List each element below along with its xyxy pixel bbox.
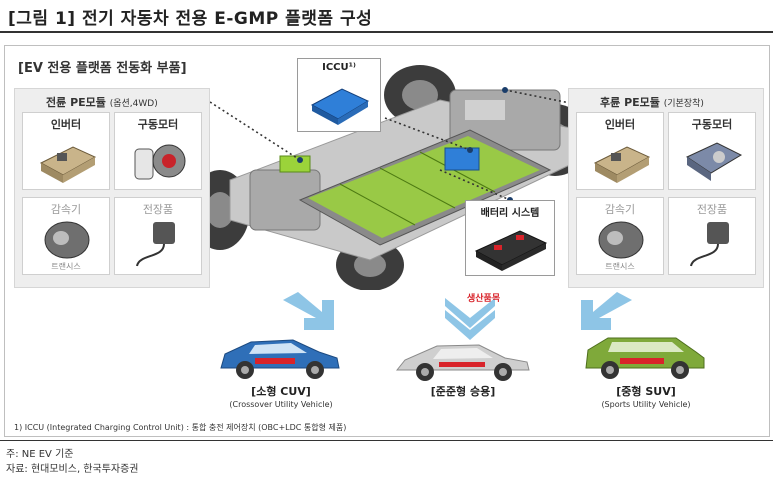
electrical-parts-icon [136,222,175,267]
battery-pack-icon [474,230,548,271]
rear-inverter-cell: 인버터 [576,112,664,190]
compact-sedan-label: [준준형 승용] [430,385,496,398]
footnote: 1) ICCU (Integrated Charging Control Uni… [14,423,347,432]
iccu-unit-icon [310,88,370,125]
bottom-rule [0,440,773,441]
compact-sedan-car-icon [395,344,530,381]
drive-motor-icon [685,142,743,181]
rear-drive-motor-cell: 구동모터 [668,112,756,190]
rear-pe-module-title: 후륜 PE모듈 (기본장착) [600,96,704,109]
title-rule [0,31,773,33]
inverter-icon [593,146,651,183]
source-note: 자료: 현대모비스, 한국투자증권 [6,464,139,475]
front-drive-motor-cell: 구동모터 [114,112,202,190]
midsize-suv-label: [중형 SUV] (Sports Utility Vehicle) [601,385,691,409]
arrow-down-right-icon [283,292,334,330]
front-inverter-cell: 인버터 [22,112,110,190]
inverter-icon [39,146,97,183]
section-label: [EV 전용 플랫폼 전동화 부품] [18,61,187,76]
front-reducer-cell: 감속기 트랜시스 [22,197,110,275]
arrow-down-left-icon [581,292,632,330]
small-cuv-car-icon [220,339,340,379]
electrical-parts-icon [690,222,729,267]
battery-system-callout: 배터리 시스템 [465,200,555,276]
basis-note: 주: NE EV 기준 [6,449,74,460]
arrow-down-icon [445,298,495,340]
drive-motor-icon [134,144,186,180]
reducer-icon [598,221,644,259]
front-electrical-parts-cell: 전장품 [114,197,202,275]
figure-title: [그림 1] 전기 자동차 전용 E-GMP 플랫폼 구성 [8,9,373,29]
iccu-callout: ICCU¹⁾ [297,58,381,132]
front-pe-module-title: 전륜 PE모듈 (옵션,4WD) [46,96,158,109]
midsize-suv-car-icon [585,337,705,379]
small-cuv-label: [소형 CUV] (Crossover Utility Vehicle) [229,385,333,409]
rear-reducer-cell: 감속기 트랜시스 [576,197,664,275]
rear-electrical-parts-cell: 전장품 [668,197,756,275]
production-items-label: 생산품목 [467,294,501,304]
reducer-icon [44,221,90,259]
